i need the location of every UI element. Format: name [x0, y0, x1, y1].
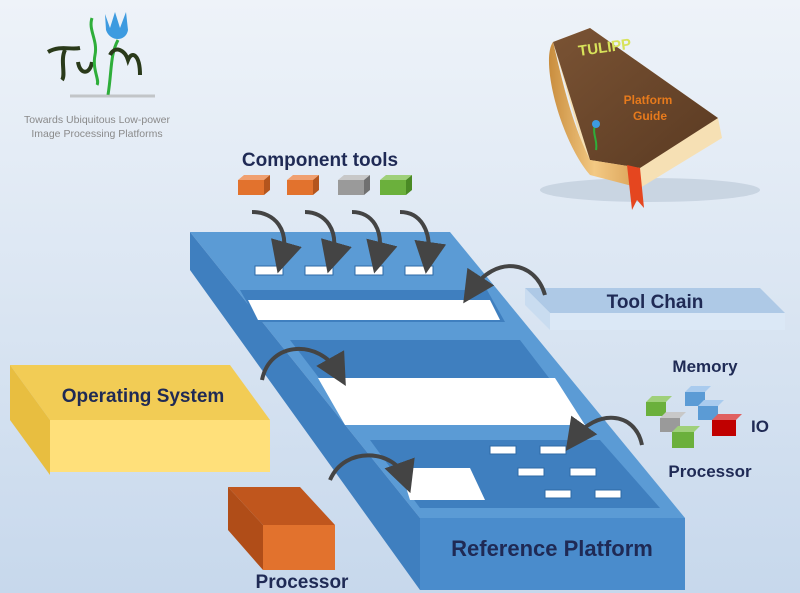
reference-platform: Reference Platform: [190, 232, 685, 590]
io-label: IO: [751, 417, 769, 436]
book-subtitle-1: Platform: [624, 93, 673, 107]
component-block-orange-2: [287, 175, 319, 195]
arrow-icon: [251, 210, 302, 274]
component-block-green: [380, 175, 412, 195]
operating-system-label: Operating System: [62, 386, 225, 407]
arrow-icon: [565, 415, 644, 452]
processor-slot: [400, 468, 485, 500]
component-tool-blocks: [238, 175, 412, 195]
arrows: [251, 210, 644, 494]
processor-box: Processor: [228, 487, 349, 593]
hardware-components: Memory IO Processor: [646, 357, 769, 481]
processor-right-label: Processor: [668, 462, 752, 481]
os-slot: [318, 378, 585, 425]
arrow-icon: [328, 453, 415, 494]
book-subtitle-2: Guide: [633, 109, 667, 123]
arrow-icon: [351, 210, 398, 274]
memory-label: Memory: [672, 357, 738, 376]
tool-chain-label: Tool Chain: [607, 292, 704, 313]
platform-guide-book: TULIPP Platform Guide: [540, 28, 760, 210]
component-tools-label: Component tools: [242, 150, 398, 171]
tulipp-logo: Towards Ubiquitous Low-power Image Proce…: [24, 12, 170, 140]
processor-bottom-label: Processor: [256, 572, 350, 593]
logo-tagline-2: Image Processing Platforms: [31, 128, 162, 140]
component-block-orange-1: [238, 175, 270, 195]
arrow-icon: [399, 210, 447, 274]
reference-platform-label: Reference Platform: [451, 536, 653, 561]
logo-tagline-1: Towards Ubiquitous Low-power: [24, 114, 170, 126]
toolchain-slot: [248, 300, 500, 320]
tool-chain-box: Tool Chain: [525, 288, 785, 330]
component-block-gray: [338, 175, 370, 195]
arrow-icon: [304, 210, 352, 274]
arrow-icon: [260, 347, 346, 386]
operating-system-box: Operating System: [10, 365, 270, 475]
arrow-icon: [463, 264, 547, 304]
